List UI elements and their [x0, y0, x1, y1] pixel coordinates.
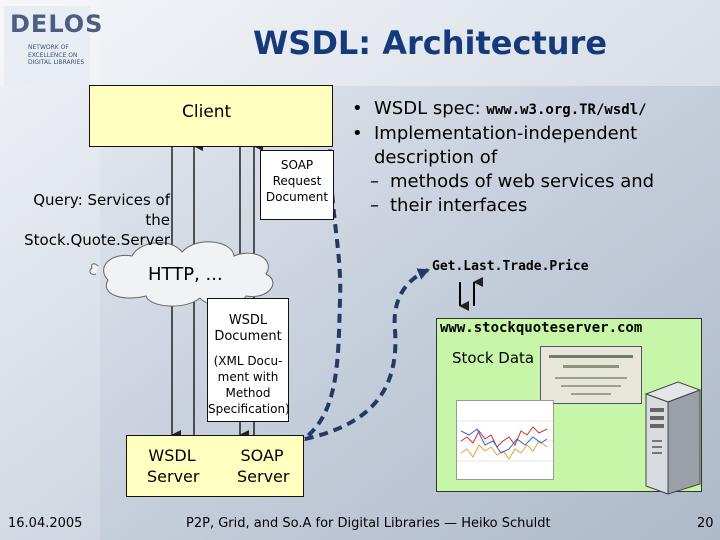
soap-request-document: SOAP Request Document	[260, 150, 334, 220]
soap-doc-line: SOAP	[280, 158, 314, 172]
wsdl-doc-title-line: WSDL	[228, 313, 268, 328]
chart-series-red	[460, 426, 548, 448]
cloud-label: HTTP, ...	[148, 264, 223, 285]
network-cloud	[103, 241, 274, 307]
stock-chart-image	[456, 400, 554, 480]
page-title: WSDL: Architecture	[252, 24, 608, 62]
chart-series-orange	[460, 440, 548, 460]
wsdl-doc-title-line: Document	[214, 329, 282, 344]
query-line: the Stock.Quote.Server	[24, 211, 170, 249]
wsdl-doc-note-line: ment with	[217, 370, 279, 384]
sub-bullet-text: methods of web services and	[390, 171, 655, 192]
dash-marker: –	[370, 171, 379, 192]
soap-doc-line: Request	[272, 174, 322, 188]
wsdl-doc-note: (XML Docu- ment with Method Specificatio…	[208, 353, 290, 417]
bullet-item: Implementation-independent description o…	[350, 122, 710, 170]
client-label: Client	[182, 102, 232, 122]
wsdl-document: WSDL Document (XML Docu- ment with Metho…	[207, 298, 290, 422]
wsdl-doc-note-line: Method	[225, 386, 271, 400]
servers-box: WSDL Server SOAP Server	[126, 435, 304, 497]
soap-server-label: SOAP Server	[237, 445, 290, 487]
soap-server-line: SOAP	[240, 446, 284, 465]
footer-credit: P2P, Grid, and So.A for Digital Librarie…	[186, 516, 551, 531]
dashed-flow-arrow	[289, 268, 430, 444]
sub-bullet: –methods of web services and	[350, 170, 710, 194]
bullet-list: WSDL spec: www.w3.org.TR/wsdl/ Implement…	[350, 97, 710, 218]
operation-label: Get.Last.Trade.Price	[432, 259, 589, 274]
sub-bullet-text: their interfaces	[390, 195, 528, 216]
chart-series-blue	[460, 428, 548, 454]
footer-date: 16.04.2005	[8, 516, 83, 531]
stock-certificate-image	[540, 346, 642, 404]
wsdl-doc-note-line: Specification)	[208, 402, 290, 416]
bullet-line: Implementation-independent	[374, 123, 638, 144]
bullet-text: WSDL spec:	[374, 98, 487, 119]
bullet-line: description of	[374, 147, 498, 168]
soap-doc-line: Document	[265, 190, 329, 204]
spec-url: www.w3.org.TR/wsdl/	[486, 102, 647, 118]
dash-marker: –	[370, 195, 379, 216]
wsdl-doc-note-line: (XML Docu-	[213, 354, 283, 368]
stock-data-label: Stock Data	[452, 349, 535, 367]
logo-subtitle: NETWORK OF EXCELLENCE ON DIGITAL LIBRARI…	[28, 44, 85, 66]
cloud-tail	[89, 263, 99, 275]
wsdl-server-line: WSDL	[148, 446, 196, 465]
wsdl-server-label: WSDL Server	[147, 445, 200, 487]
page-number: 20	[697, 516, 714, 531]
delos-logo	[4, 6, 90, 86]
query-label: Query: Services of the Stock.Quote.Serve…	[10, 190, 170, 250]
wsdl-server-line: Server	[147, 467, 200, 486]
server-url: www.stockquoteserver.com	[440, 320, 643, 336]
query-line: Query: Services of	[33, 191, 170, 209]
logo-name: DELOS	[10, 10, 104, 38]
server-tower-icon	[644, 381, 702, 495]
sub-bullet: –their interfaces	[350, 194, 710, 218]
bullet-item: WSDL spec: www.w3.org.TR/wsdl/	[350, 97, 710, 122]
soap-server-line: Server	[237, 467, 290, 486]
client-box: Client	[89, 85, 333, 147]
